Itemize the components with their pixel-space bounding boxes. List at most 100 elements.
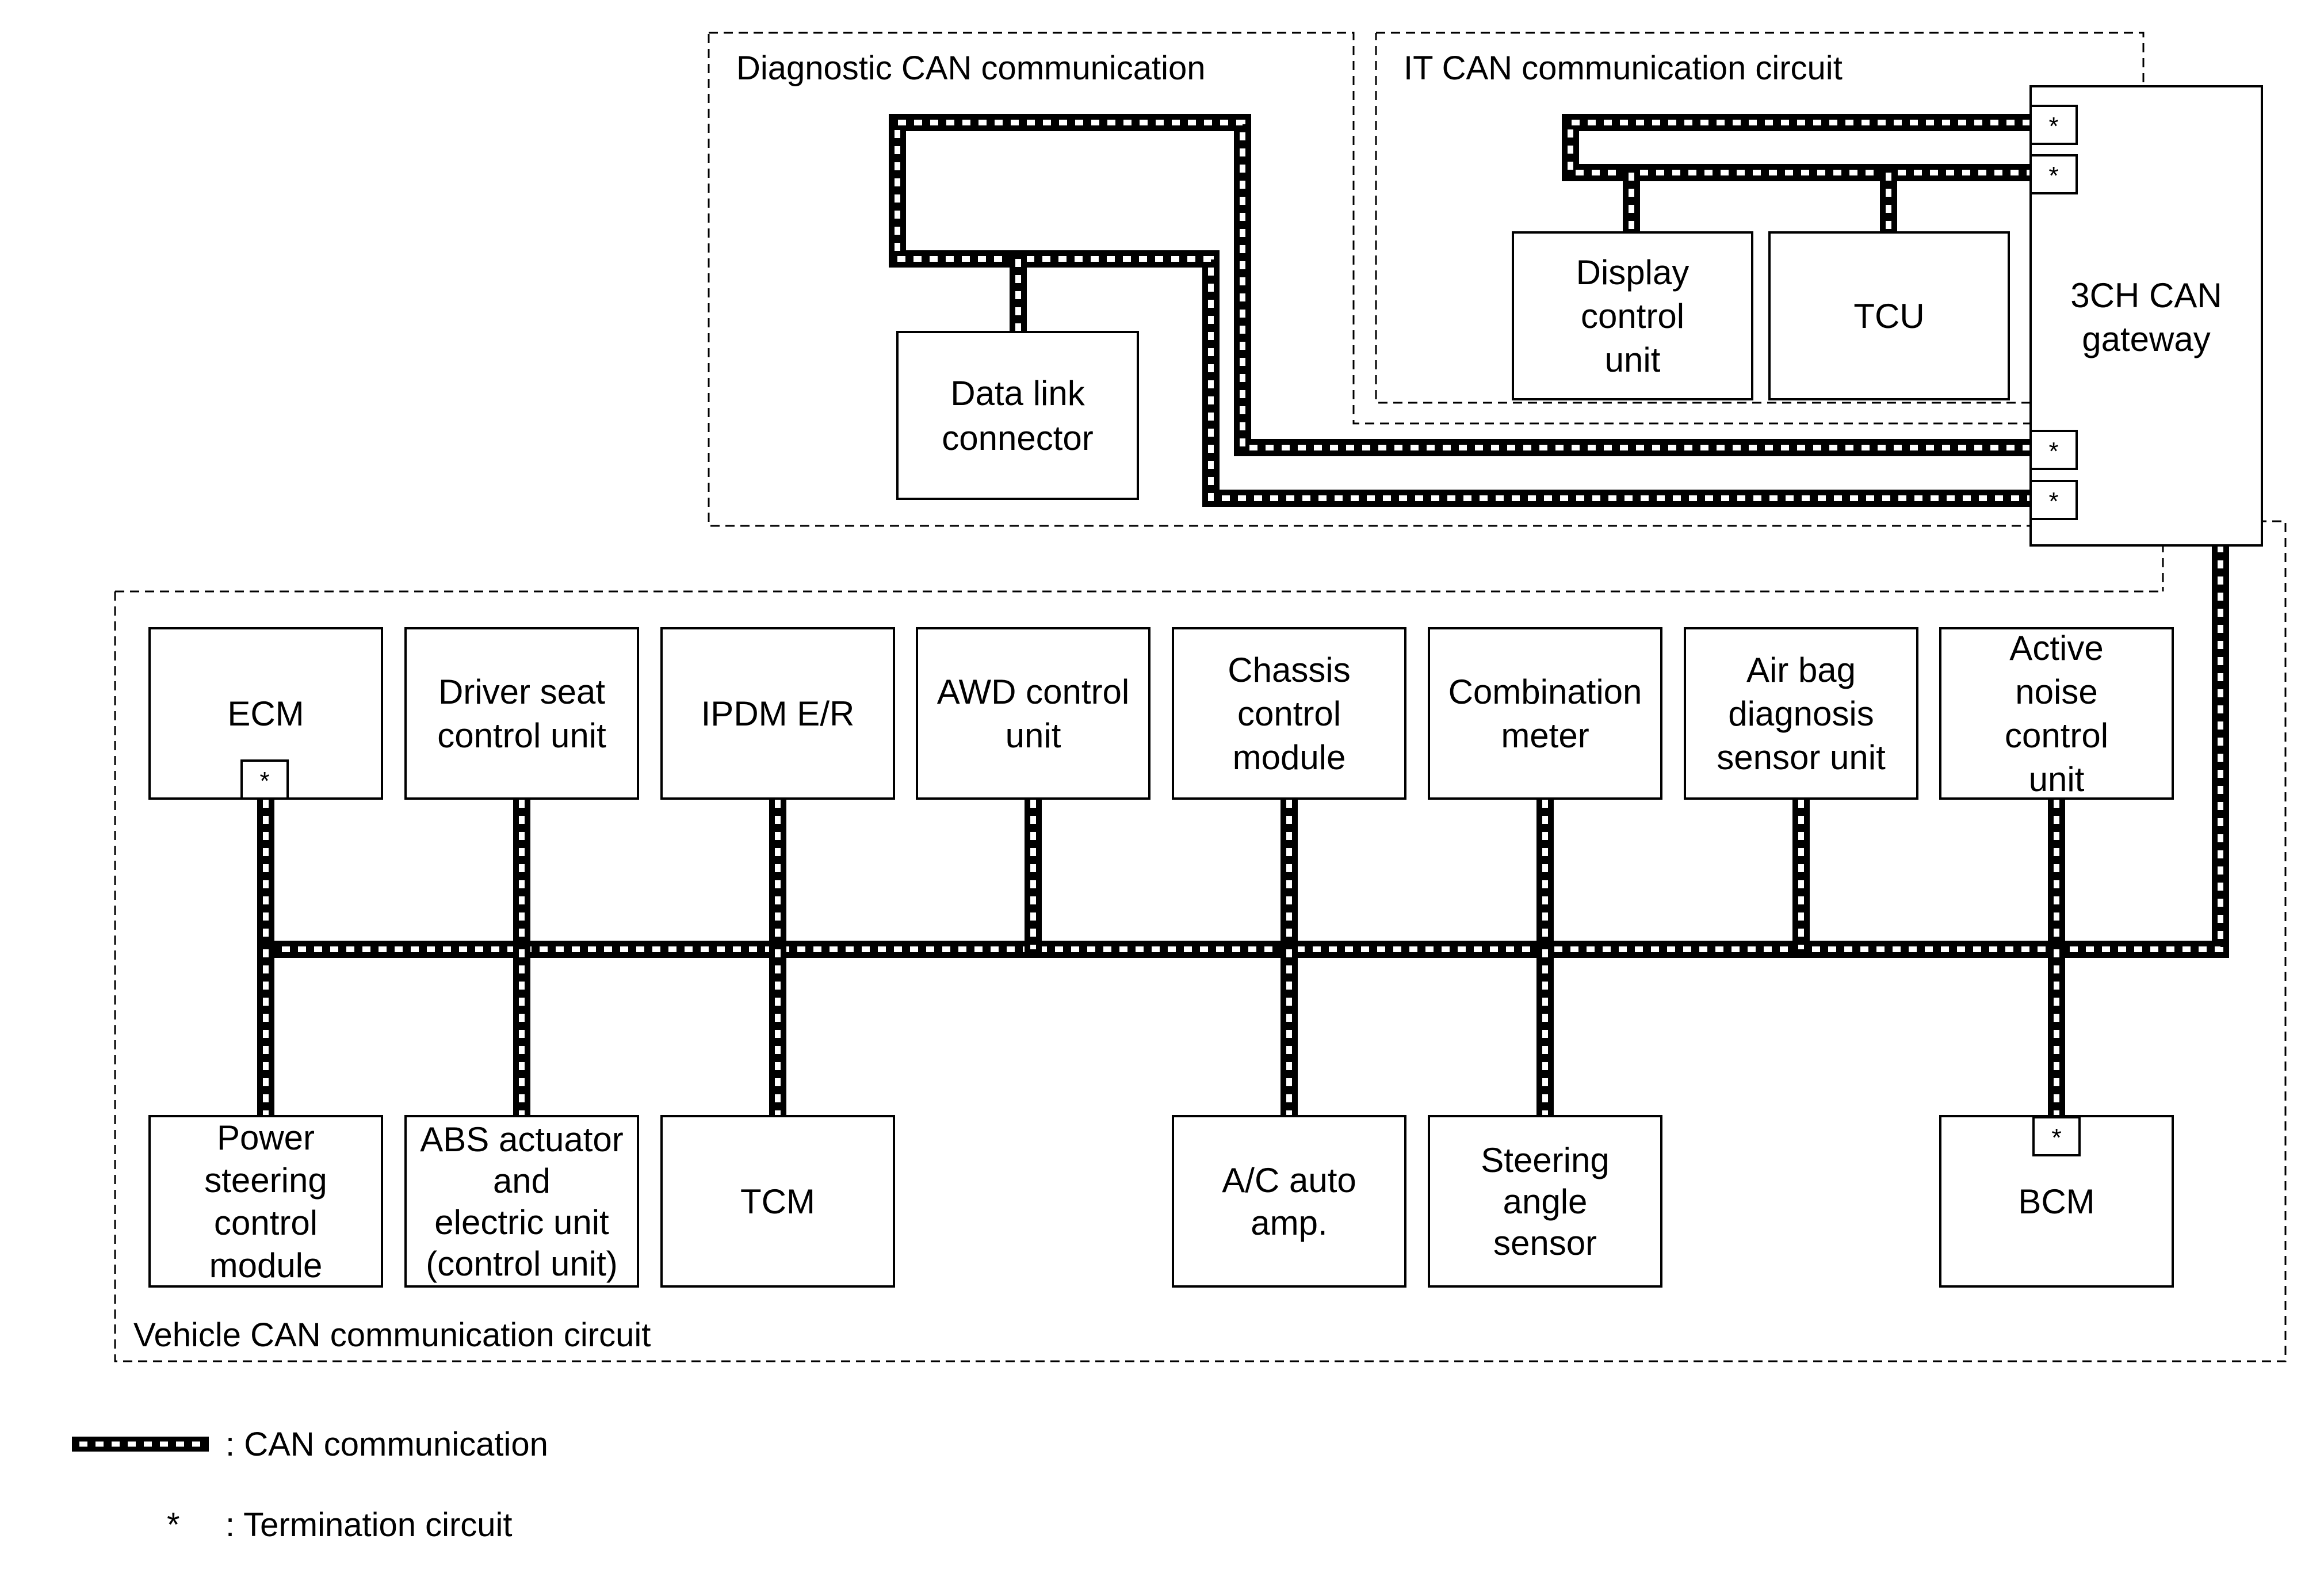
gateway-termination-it-2-box: [2029, 154, 2078, 194]
gateway-termination-diag-2: *: [2029, 480, 2078, 520]
vehicle-can-trunk: [257, 538, 2229, 958]
steering-angle-sensor-label-2: sensor: [1493, 1224, 1597, 1262]
driver-seat-control-unit-label-1: control unit: [437, 716, 606, 755]
combination-meter-label-1: meter: [1501, 716, 1589, 755]
tcu: TCU: [1768, 231, 2010, 400]
diagnostic-can-bus-upper: [889, 114, 2039, 507]
tcm-label-0: TCM: [740, 1182, 815, 1221]
air-bag-diagnosis-sensor-unit-box: [1684, 627, 1918, 800]
bcm-termination-symbol: *: [2051, 1124, 2061, 1152]
driver-seat-control-unit-label-0: Driver seat: [438, 673, 605, 711]
awd-control-unit: AWD control unit: [916, 627, 1150, 800]
ecm-label-0: ECM: [227, 694, 304, 733]
ipdm-er-box: [660, 627, 895, 800]
gateway-termination-it-1-box: [2029, 105, 2078, 145]
tcm-box: [660, 1115, 895, 1288]
gateway-termination-diag-2-box: [2029, 480, 2078, 520]
gateway-label-0: 3CH CAN: [2070, 276, 2222, 315]
awd-control-unit-box: [916, 627, 1150, 800]
bcm-termination: *: [2032, 1116, 2081, 1156]
awd-control-unit-label-0: AWD control: [937, 673, 1130, 711]
ac-auto-amp-box: [1172, 1115, 1406, 1288]
vehicle-region-title: Vehicle CAN communication circuit: [133, 1316, 651, 1354]
ac-auto-amp-label-1: amp.: [1251, 1204, 1327, 1242]
vehicle-can-region: [114, 520, 2287, 1362]
air-bag-diagnosis-sensor-unit-label-1: diagnosis: [1728, 694, 1874, 733]
display-control-unit: Display control unit: [1512, 231, 1753, 400]
gateway-termination-it-1-symbol: *: [2048, 112, 2058, 140]
driver-seat-control-unit: Driver seat control unit: [404, 627, 639, 800]
legend-can-communication: : CAN communication: [225, 1426, 548, 1463]
driver-seat-control-unit-box: [404, 627, 639, 800]
combination-meter: Combination meter: [1428, 627, 1662, 800]
data-link-connector: Data link connector: [896, 331, 1139, 500]
abs-actuator-electric-unit-box: [404, 1115, 639, 1288]
power-steering-control-module-label-0: Power: [217, 1118, 315, 1157]
ac-auto-amp-label-0: A/C auto: [1222, 1161, 1356, 1200]
combination-meter-label-0: Combination: [1448, 673, 1642, 711]
active-noise-control-unit-box: [1939, 627, 2174, 800]
ac-auto-amp: A/C auto amp.: [1172, 1115, 1406, 1288]
steering-angle-sensor-box: [1428, 1115, 1662, 1288]
active-noise-control-unit-label-1: noise: [2015, 673, 2097, 711]
can-bus-lines: [257, 114, 2229, 1125]
gateway-termination-diag-1-symbol: *: [2048, 437, 2058, 465]
display-control-unit-box: [1512, 231, 1753, 400]
bcm-termination-box: [2032, 1116, 2081, 1156]
active-noise-control-unit-label-3: unit: [2029, 760, 2085, 799]
combination-meter-box: [1428, 627, 1662, 800]
chassis-control-module-label-2: module: [1233, 738, 1346, 777]
gateway-termination-diag-1-box: [2029, 430, 2078, 470]
ecm-termination-box: [240, 759, 289, 800]
gateway-termination-it-2: *: [2029, 154, 2078, 194]
ecm-termination-symbol: *: [259, 767, 269, 795]
chassis-control-module-box: [1172, 627, 1406, 800]
abs-actuator-electric-unit-label-0: ABS actuator: [420, 1120, 624, 1159]
unit-boxes: Data link connector Display control unit TCU 3…: [148, 85, 2263, 1288]
power-steering-control-module-label-1: steering: [204, 1161, 327, 1200]
steering-angle-sensor-label-0: Steering: [1481, 1141, 1609, 1179]
data-link-connector-label-1: connector: [942, 419, 1094, 457]
diagnostic-region-title: Diagnostic CAN communication: [736, 49, 1206, 87]
it-can-region: [1375, 32, 2145, 404]
tcm: TCM: [660, 1115, 895, 1288]
display-control-unit-label-0: Display: [1576, 253, 1690, 292]
power-steering-control-module-label-3: module: [209, 1246, 323, 1285]
ipdm-er-label-0: IPDM E/R: [701, 694, 855, 733]
gateway-label-1: gateway: [2082, 320, 2210, 358]
gateway-termination-it-2-symbol: *: [2048, 162, 2058, 190]
abs-actuator-electric-unit-label-3: (control unit): [426, 1244, 617, 1283]
legend-termination-circuit: : Termination circuit: [225, 1506, 513, 1544]
active-noise-control-unit-label-2: control: [2005, 716, 2108, 755]
ecm-termination: *: [240, 759, 289, 800]
display-control-unit-label-2: unit: [1605, 341, 1661, 379]
legend: : CAN communication * : Termination circ…: [72, 1426, 548, 1544]
data-link-connector-label-0: Data link: [950, 374, 1085, 413]
gateway-termination-diag-1: *: [2029, 430, 2078, 470]
abs-actuator-electric-unit-label-1: and: [493, 1162, 551, 1200]
abs-actuator-electric-unit-label-2: electric unit: [434, 1203, 609, 1242]
diagnostic-can-bus-upper-inner: [895, 120, 2031, 501]
it-can-bus: [1562, 114, 2039, 181]
it-region-title: IT CAN communication circuit: [1404, 49, 1843, 87]
active-noise-control-unit: Active noise control unit: [1939, 627, 2174, 800]
gateway-termination-diag-2-symbol: *: [2048, 487, 2058, 516]
ipdm-er: IPDM E/R: [660, 627, 895, 800]
steering-angle-sensor-label-1: angle: [1503, 1182, 1588, 1221]
legend-termination-symbol: *: [167, 1506, 180, 1544]
air-bag-diagnosis-sensor-unit-label-0: Air bag: [1746, 651, 1856, 689]
air-bag-diagnosis-sensor-unit: Air bag diagnosis sensor unit: [1684, 627, 1918, 800]
awd-control-unit-label-1: unit: [1006, 716, 1061, 755]
bcm-label-0: BCM: [2018, 1182, 2094, 1221]
tcu-box: [1768, 231, 2010, 400]
power-steering-control-module-box: [148, 1115, 383, 1288]
gateway-termination-it-1: *: [2029, 105, 2078, 145]
active-noise-control-unit-label-0: Active: [2009, 629, 2103, 667]
air-bag-diagnosis-sensor-unit-label-2: sensor unit: [1717, 738, 1886, 777]
display-control-unit-label-1: control: [1581, 297, 1684, 335]
